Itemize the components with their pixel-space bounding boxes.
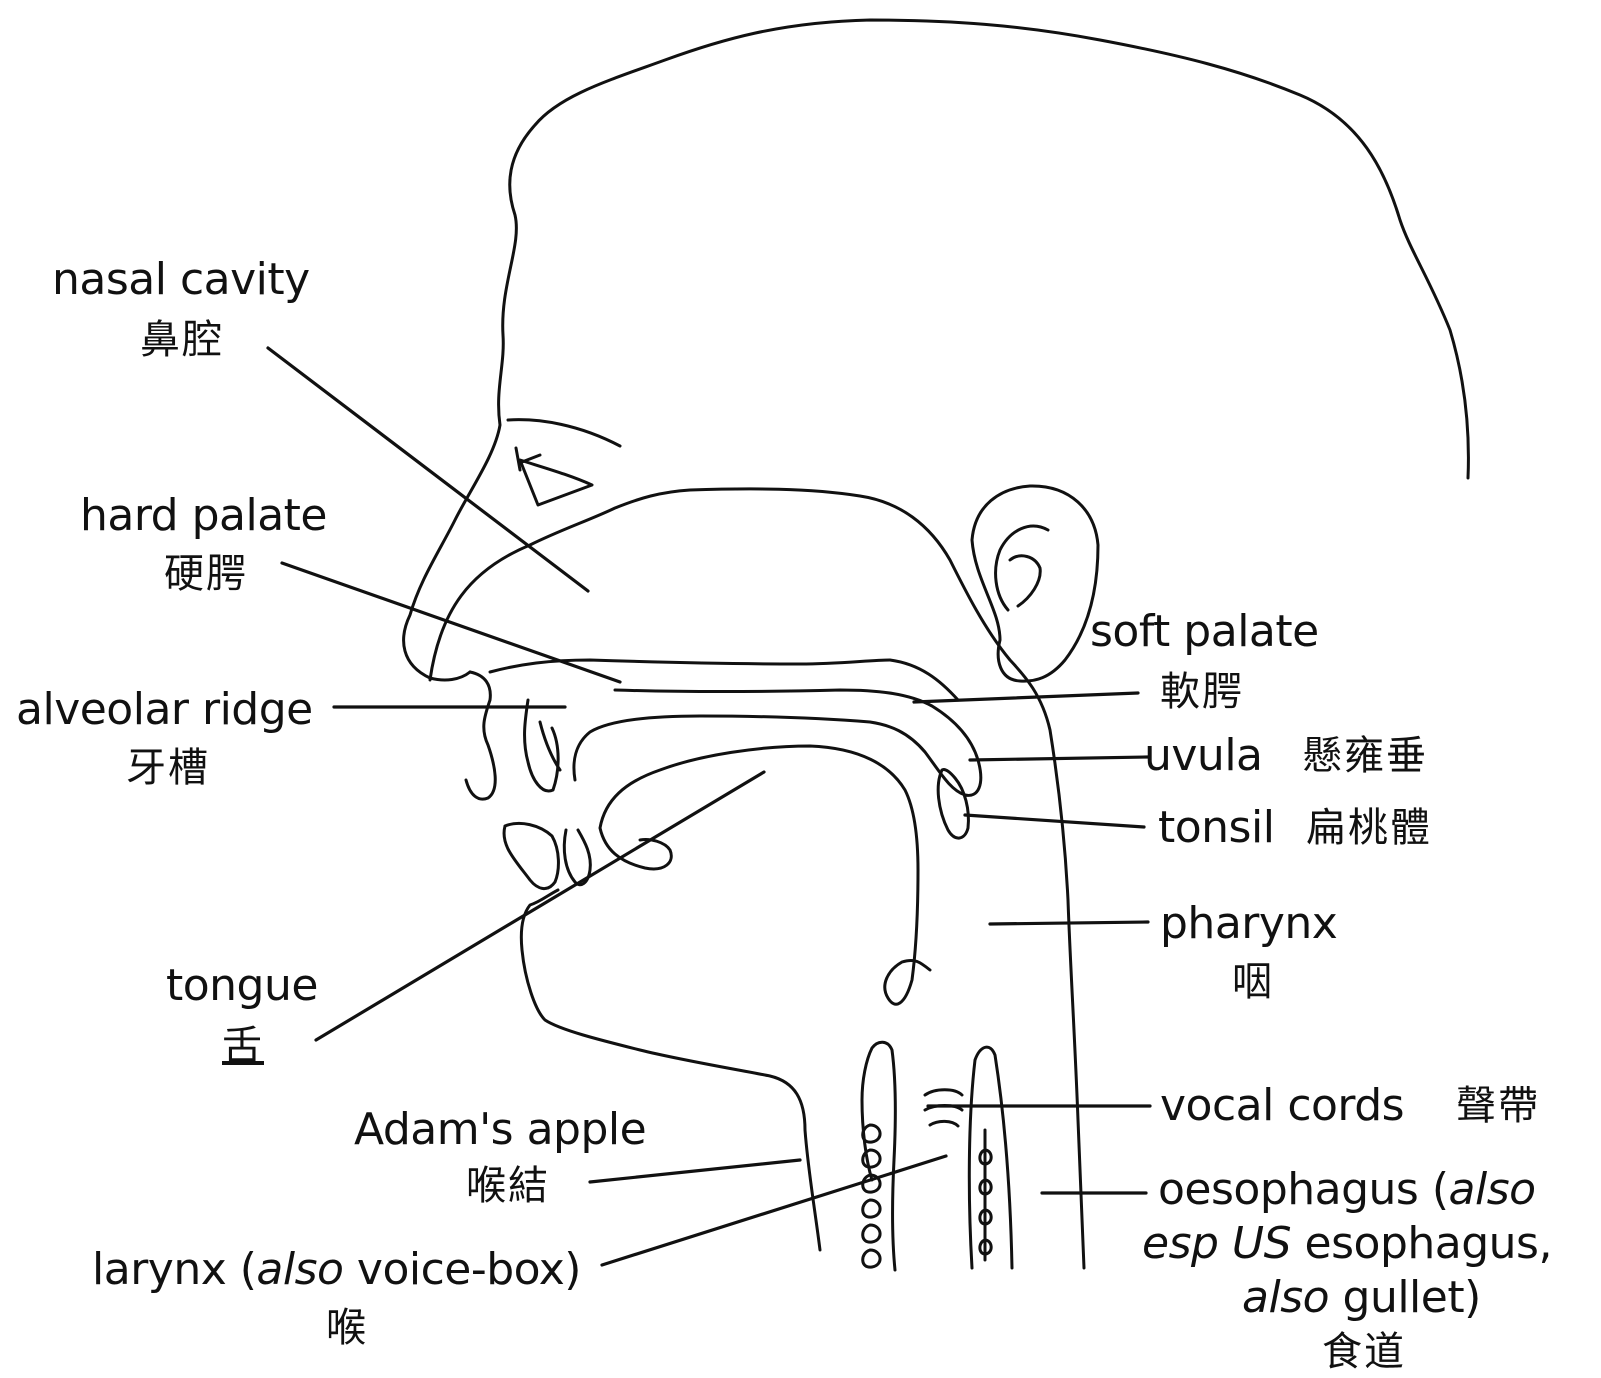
hard-palate-label-zh: 硬腭: [164, 548, 248, 600]
leader-tonsil: [965, 815, 1144, 827]
nasal-cavity-label-zh: 鼻腔: [140, 314, 224, 366]
vocal-cords-label-zh: 聲帶: [1456, 1080, 1540, 1132]
leader-adams-apple: [590, 1160, 800, 1182]
oesophagus-label-italic: also: [1449, 1164, 1536, 1215]
leader-soft-palate: [914, 693, 1138, 702]
hard-palate-label-en: hard palate: [80, 490, 327, 542]
oesophagus-label-line2: esp US esophagus,: [1142, 1218, 1552, 1270]
uvula-label-zh: 懸雍垂: [1302, 730, 1428, 782]
tonsil-shape: [938, 769, 968, 838]
tonsil-label-zh: 扁桃體: [1306, 802, 1432, 854]
leader-nasal-cavity: [268, 348, 588, 591]
oesophagus-label-italic: esp US: [1142, 1218, 1291, 1269]
ear: [972, 486, 1098, 681]
larynx-label-part: larynx (: [92, 1244, 256, 1295]
adams-apple-label-en: Adam's apple: [354, 1104, 646, 1156]
soft-palate-label-zh: 軟腭: [1160, 666, 1244, 718]
alveolar-ridge-label-zh: 牙槽: [126, 742, 210, 794]
oesophagus-label-zh: 食道: [1322, 1326, 1406, 1378]
nasal-cavity-label-en: nasal cavity: [52, 254, 310, 306]
tongue-label-en: tongue: [166, 960, 318, 1012]
upper-teeth: [525, 700, 560, 791]
oesophagus-label-italic: also: [1242, 1272, 1329, 1323]
uvula-label-en: uvula: [1144, 730, 1263, 782]
oesophagus-label-line3: also gullet): [1242, 1272, 1481, 1324]
lower-lip: [504, 823, 558, 888]
head-outline: [404, 20, 1469, 680]
larynx-label-italic: also: [256, 1244, 343, 1295]
larynx-label-en: larynx (also voice-box): [92, 1244, 581, 1296]
soft-palate-label-en: soft palate: [1090, 606, 1319, 658]
leader-uvula: [970, 757, 1148, 760]
larynx-label-zh: 喉: [326, 1302, 368, 1354]
larynx-label-part: voice-box): [343, 1244, 581, 1295]
adams-apple-label-zh: 喉結: [466, 1160, 550, 1212]
vocal-cords-label-en: vocal cords: [1160, 1080, 1404, 1132]
upper-lip: [466, 672, 495, 799]
eyebrow: [508, 420, 620, 446]
tongue-outline: [600, 746, 930, 1004]
pharynx-label-en: pharynx: [1160, 898, 1337, 950]
alveolar-ridge-label-en: alveolar ridge: [16, 684, 313, 736]
oesophagus-label-part: esophagus,: [1291, 1218, 1552, 1269]
ear-inner: [996, 526, 1048, 610]
leader-tongue: [316, 772, 764, 1040]
tongue-label-zh: 舌: [222, 1020, 264, 1072]
tonsil-label-en: tonsil: [1158, 802, 1274, 854]
pharynx-label-zh: 咽: [1232, 956, 1274, 1008]
oesophagus-label-line1: oesophagus (also: [1158, 1164, 1536, 1216]
vocal-cord-lines: [925, 1090, 962, 1126]
jaw-line: [521, 890, 820, 1250]
eye: [520, 460, 592, 505]
leader-pharynx: [990, 922, 1148, 924]
leader-hard-palate: [282, 563, 620, 682]
oesophagus-label-part: oesophagus (: [1158, 1164, 1449, 1215]
oesophagus-label-part: gullet): [1329, 1272, 1481, 1323]
